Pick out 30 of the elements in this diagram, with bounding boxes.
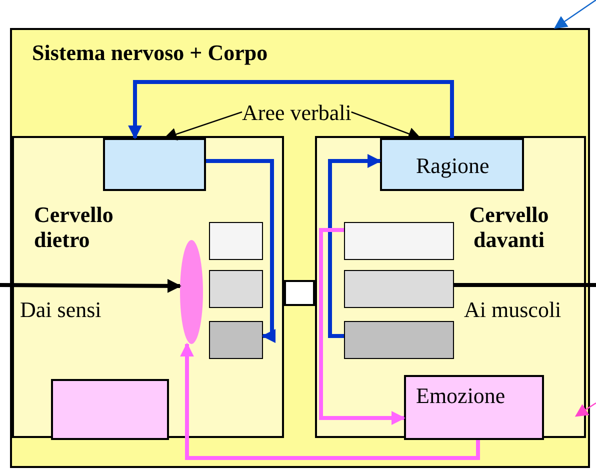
- limbic-box: [51, 379, 169, 440]
- arrow: [206, 159, 276, 343]
- emotion-box: [404, 375, 544, 440]
- layer-bar: [209, 222, 263, 260]
- arrow: [319, 228, 406, 425]
- leader-line: [574, 402, 596, 417]
- annotation-text: Aree verbali: [242, 100, 352, 125]
- layer-bar: [209, 270, 263, 308]
- layer-bar: [344, 270, 454, 308]
- front-brain-panel: [315, 136, 586, 438]
- reason-box: [380, 138, 524, 191]
- arrow: [0, 278, 182, 293]
- heading: Sistema nervoso + Corpo: [32, 40, 268, 65]
- heading: Cervello davanti: [468, 202, 550, 252]
- ellipse-shape: [180, 240, 203, 344]
- box-label: Emozione: [416, 383, 506, 408]
- heading: Cervello dietro: [34, 202, 114, 252]
- layer-bar: [209, 321, 263, 359]
- verbal-area-box: [103, 138, 206, 191]
- rear-brain-panel: [12, 136, 284, 438]
- system-panel: [10, 28, 590, 468]
- connector-box: [284, 280, 315, 306]
- leader-line: [554, 0, 596, 29]
- box-label: Ragione: [416, 153, 490, 178]
- arrow: [128, 80, 454, 140]
- layer-bar: [344, 321, 454, 359]
- arrow: [328, 154, 382, 338]
- layer-bar: [344, 222, 454, 260]
- arrow: [180, 342, 480, 460]
- leader-line: [164, 111, 242, 140]
